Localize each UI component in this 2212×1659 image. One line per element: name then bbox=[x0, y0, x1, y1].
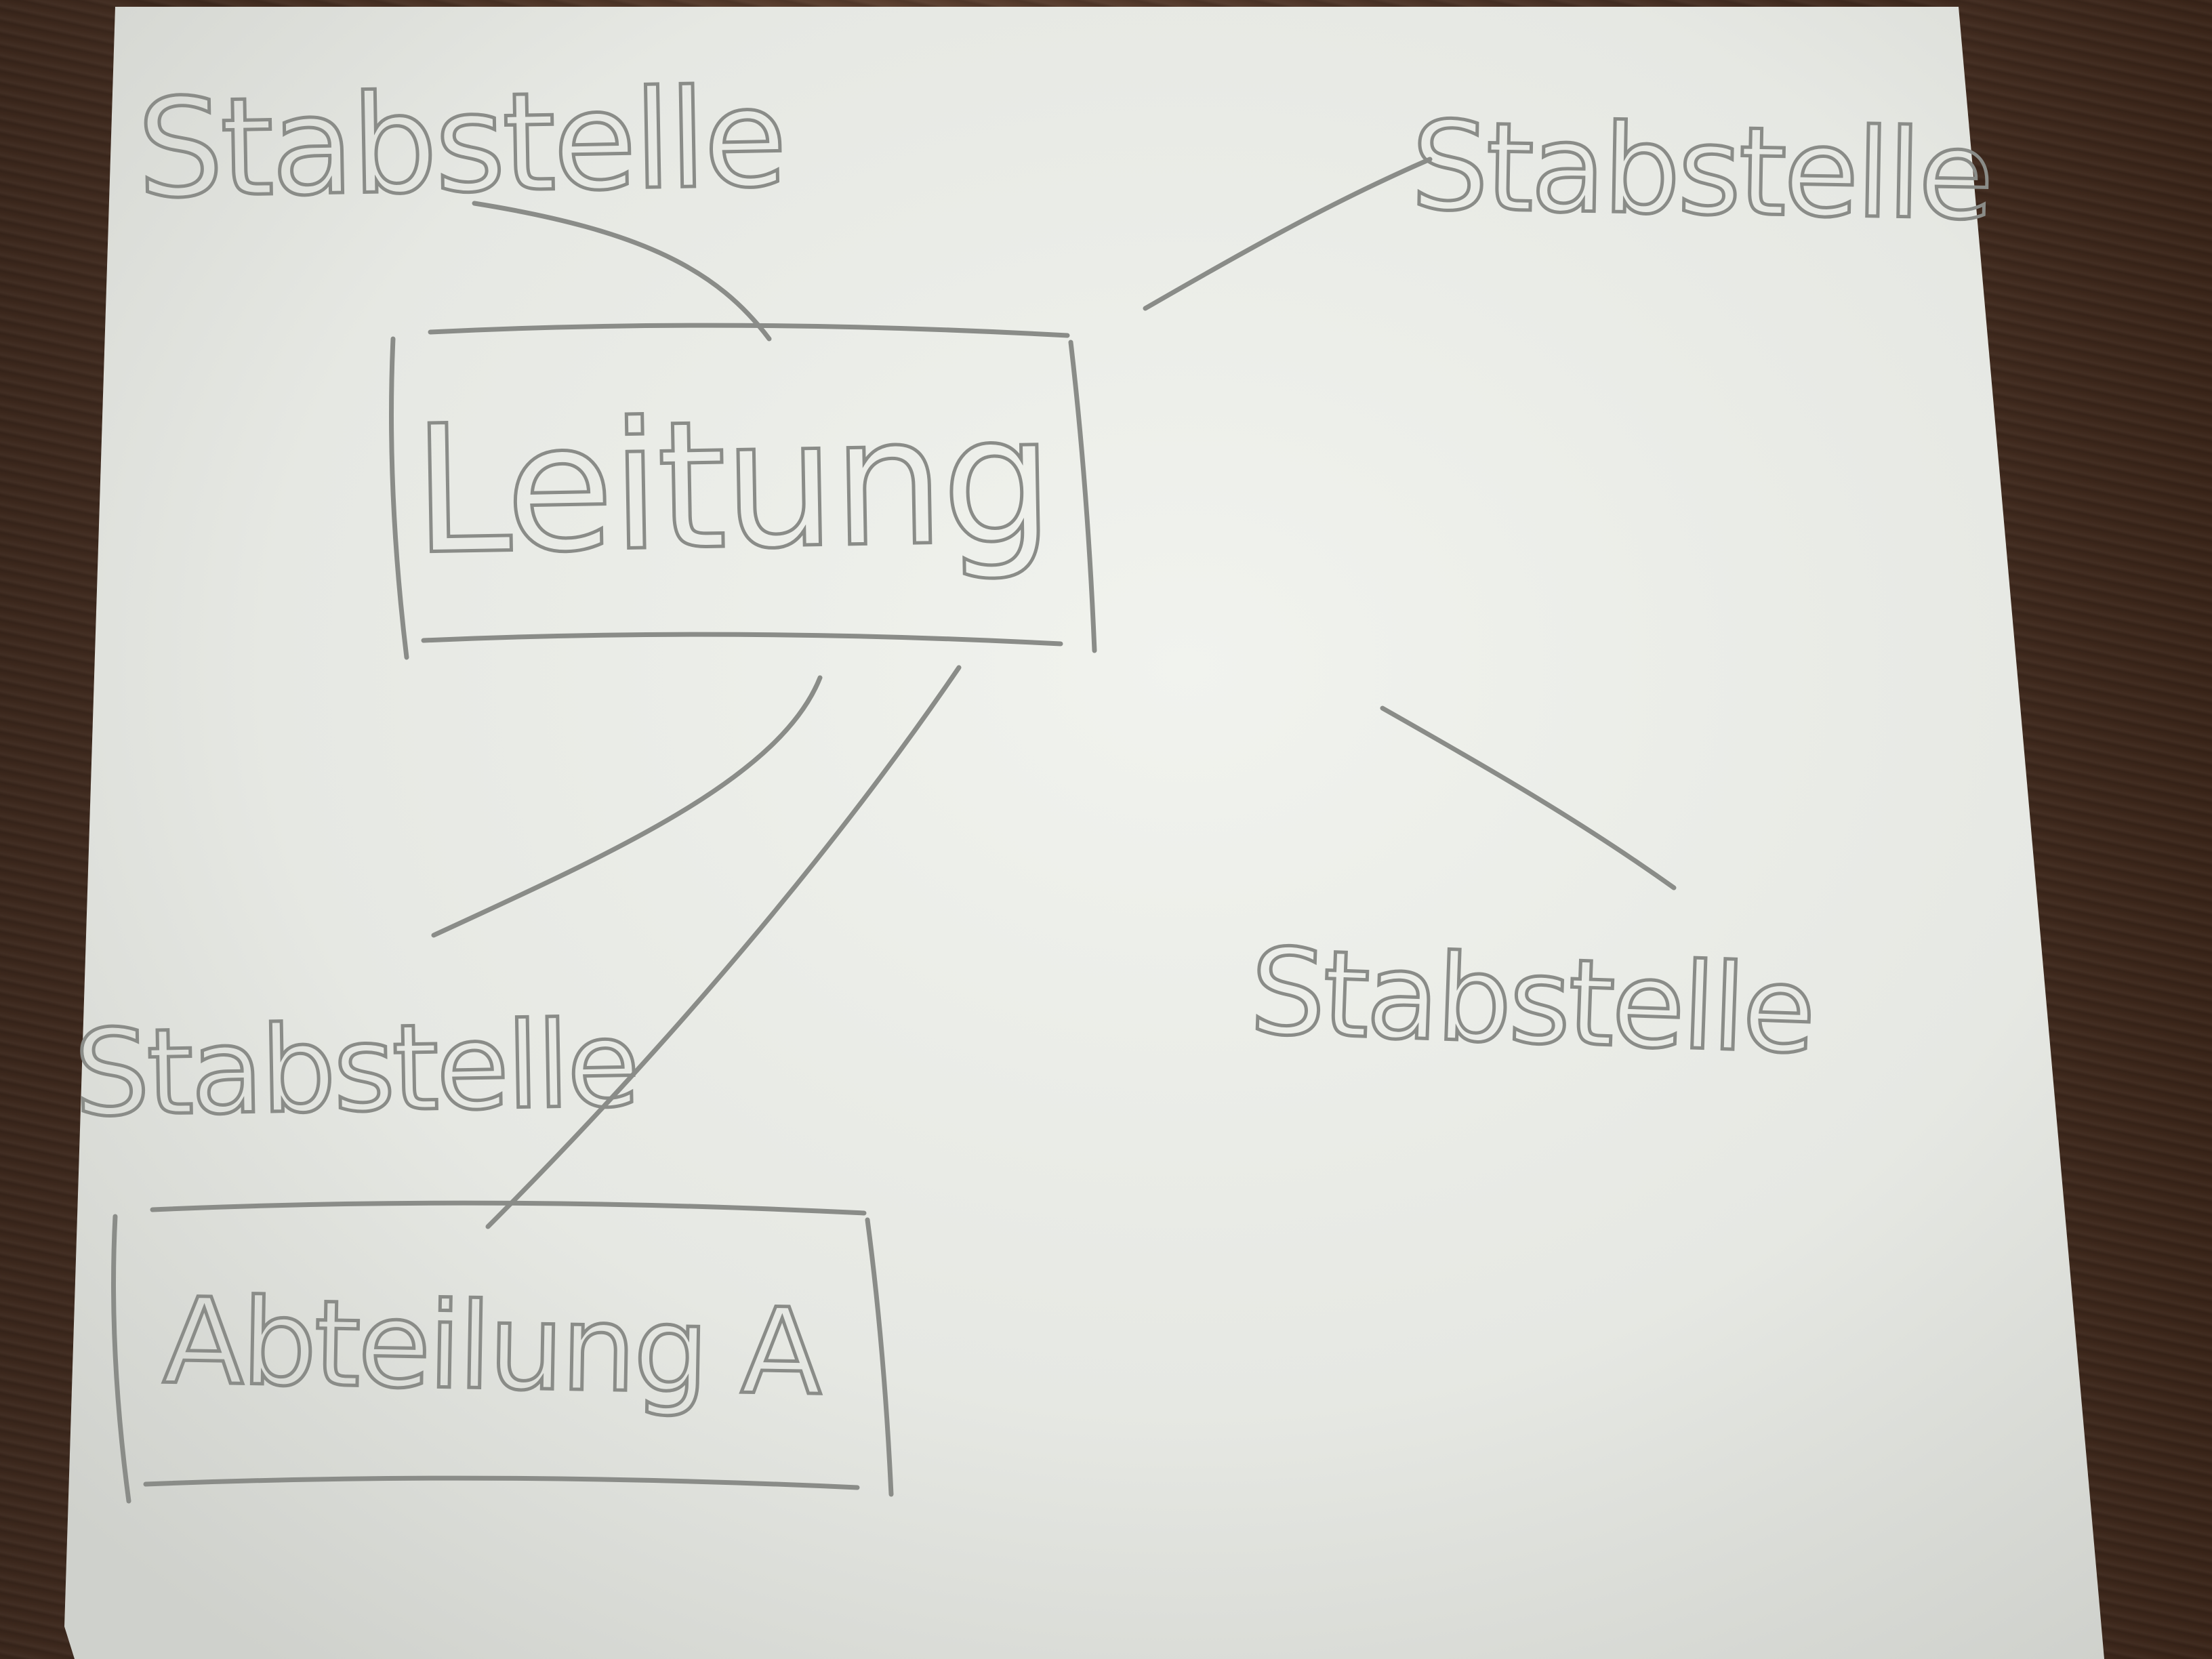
leitung-box-side-1 bbox=[1068, 340, 1097, 653]
node-label-abteilung-a: Abteilung A bbox=[162, 1273, 823, 1422]
connector-line-stab-bottom-left bbox=[431, 675, 823, 938]
connector-line-stab-bottom-right bbox=[1380, 705, 1677, 890]
node-label-stab-top-left: Stabstelle bbox=[136, 60, 786, 229]
connector-line-stab-top-left bbox=[472, 201, 772, 342]
connector-line-stab-top-right bbox=[1143, 157, 1433, 311]
node-label-stab-bottom-left: Stabstelle bbox=[73, 996, 638, 1143]
node-label-stab-bottom-right: Stabstelle bbox=[1248, 923, 1816, 1080]
abteilung-a-box-side-3 bbox=[111, 1214, 131, 1504]
abteilung-a-box-side-2 bbox=[143, 1475, 860, 1490]
leitung-box-side-3 bbox=[389, 336, 409, 660]
abteilung-a-box-side-1 bbox=[865, 1217, 894, 1497]
node-label-leitung: Leitung bbox=[411, 378, 1052, 594]
abteilung-a-box-side-0 bbox=[150, 1200, 867, 1216]
leitung-box-side-2 bbox=[421, 632, 1063, 647]
leitung-box-side-0 bbox=[428, 323, 1070, 338]
connector-line-abteilung-a bbox=[485, 665, 962, 1229]
node-label-stab-top-right: Stabstelle bbox=[1410, 96, 1992, 247]
